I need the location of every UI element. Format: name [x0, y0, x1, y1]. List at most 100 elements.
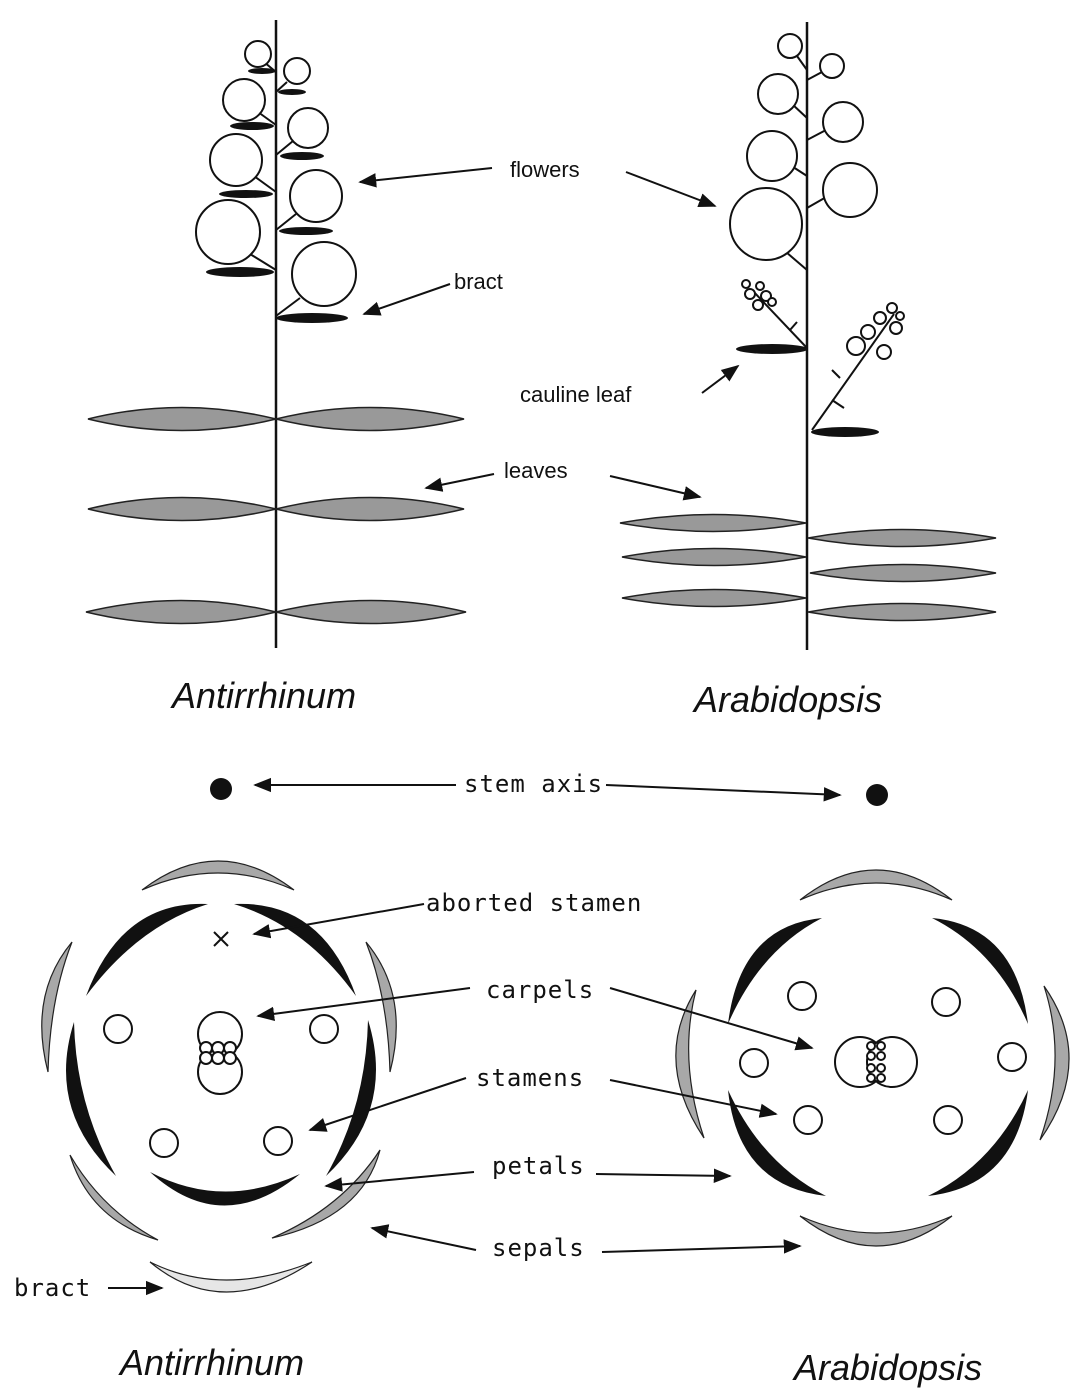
- flower: [210, 134, 262, 186]
- label-stamens: stamens: [476, 1064, 584, 1092]
- title-arabidopsis-bottom: Arabidopsis: [792, 1347, 982, 1388]
- label-cauline-leaf: cauline leaf: [520, 382, 632, 407]
- bract: [280, 152, 324, 160]
- stamen: [104, 1015, 132, 1043]
- arabidopsis-floral-diagram: [676, 784, 1069, 1246]
- leaf: [620, 515, 806, 532]
- stamen: [150, 1129, 178, 1157]
- arabidopsis-inflorescence: [620, 22, 996, 650]
- petal: [234, 904, 356, 996]
- sepal: [1040, 986, 1069, 1140]
- label-sepals: sepals: [492, 1234, 585, 1262]
- title-arabidopsis-top: Arabidopsis: [692, 679, 882, 720]
- bract: [276, 313, 348, 323]
- title-antirrhinum-top: Antirrhinum: [170, 675, 356, 716]
- flower: [747, 131, 797, 181]
- antirrhinum-inflorescence: [86, 20, 466, 648]
- flower: [284, 58, 310, 84]
- flower: [730, 188, 802, 260]
- arrow-sepals-left: [372, 1228, 476, 1250]
- stamen: [740, 1049, 768, 1077]
- arrow-flowers-right: [626, 172, 715, 206]
- cauline-leaf: [811, 427, 879, 437]
- leaf: [276, 498, 464, 521]
- stamen: [788, 982, 816, 1010]
- bract: [219, 190, 273, 198]
- arrow-carpels-left: [258, 988, 470, 1016]
- label-petals: petals: [492, 1152, 585, 1180]
- stamen: [998, 1043, 1026, 1071]
- label-bract-bottom: bract: [14, 1274, 91, 1302]
- floral-diagram-labels: stem axis aborted stamen carpels stamens…: [14, 770, 982, 1388]
- arrow-carpels-right: [610, 988, 812, 1048]
- petal: [326, 1020, 376, 1176]
- sepal: [272, 1150, 380, 1238]
- flower: [820, 54, 844, 78]
- arrow-leaves-right: [610, 476, 700, 497]
- flower: [758, 74, 798, 114]
- aborted-stamen-mark: [214, 932, 228, 946]
- antirrhinum-bract: [150, 1262, 312, 1292]
- arrow-bract: [364, 284, 450, 314]
- flower: [196, 200, 260, 264]
- flower: [290, 170, 342, 222]
- flower: [823, 163, 877, 217]
- stamen: [932, 988, 960, 1016]
- stamen: [310, 1015, 338, 1043]
- leaf: [88, 498, 276, 521]
- bract: [278, 89, 306, 95]
- cauline-leaf: [736, 344, 808, 354]
- arrow-petals-right: [596, 1174, 730, 1176]
- flower: [288, 108, 328, 148]
- sepal: [142, 861, 294, 890]
- bract: [248, 68, 276, 74]
- title-antirrhinum-bottom: Antirrhinum: [118, 1342, 304, 1383]
- label-flowers: flowers: [510, 157, 580, 182]
- antirrhinum-floral-diagram: [42, 778, 397, 1292]
- leaf: [622, 549, 806, 566]
- petal: [66, 1022, 116, 1176]
- arrow-stem-axis-right: [606, 785, 840, 795]
- leaf: [808, 604, 996, 621]
- leaf: [276, 601, 466, 624]
- flower: [245, 41, 271, 67]
- arrow-petals-left: [326, 1172, 474, 1186]
- label-bract: bract: [454, 269, 503, 294]
- stem-axis-dot: [866, 784, 888, 806]
- leaf: [622, 590, 806, 607]
- stem-axis-dot: [210, 778, 232, 800]
- arabidopsis-flowers: [730, 34, 877, 270]
- sepal: [800, 1216, 952, 1246]
- bract: [230, 122, 274, 130]
- bract: [206, 267, 274, 277]
- label-carpels: carpels: [486, 976, 594, 1004]
- arabidopsis-carpels: [835, 1037, 917, 1087]
- petal: [86, 904, 208, 996]
- antirrhinum-carpels: [198, 1012, 242, 1094]
- arrow-leaves-left: [426, 474, 494, 488]
- stamen: [934, 1106, 962, 1134]
- bract: [279, 227, 333, 235]
- flower: [223, 79, 265, 121]
- label-leaves: leaves: [504, 458, 568, 483]
- stamen: [794, 1106, 822, 1134]
- leaf: [276, 408, 464, 431]
- sepal: [800, 870, 952, 900]
- label-aborted-stamen: aborted stamen: [426, 889, 642, 917]
- arrow-cauline-leaf: [702, 366, 738, 393]
- leaf: [810, 565, 996, 582]
- arrow-sepals-right: [602, 1246, 800, 1252]
- flower: [778, 34, 802, 58]
- petal: [150, 1172, 300, 1206]
- arrow-stamens-left: [310, 1078, 466, 1130]
- sepal: [70, 1155, 158, 1240]
- leaf: [86, 601, 276, 624]
- arrow-flowers-left: [360, 168, 492, 182]
- leaf: [88, 408, 276, 431]
- label-stem-axis: stem axis: [464, 770, 603, 798]
- flower: [823, 102, 863, 142]
- flower: [292, 242, 356, 306]
- stamen: [264, 1127, 292, 1155]
- leaf: [808, 530, 996, 547]
